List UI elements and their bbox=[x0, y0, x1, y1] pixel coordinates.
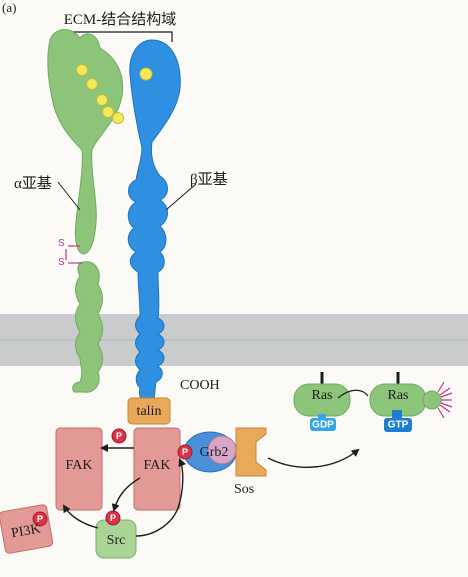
gdp-tag bbox=[310, 418, 336, 431]
arrow-src-to-fak-left bbox=[62, 504, 99, 529]
alpha-subunit-head bbox=[47, 29, 124, 255]
phosphate-label: P bbox=[115, 431, 123, 441]
beta-leader-line bbox=[165, 183, 197, 211]
phosphate-pi3k bbox=[32, 511, 48, 527]
phosphate-label: P bbox=[36, 514, 44, 524]
cooh-label: COOH bbox=[180, 378, 220, 393]
ligand-bead bbox=[86, 78, 98, 90]
ligand-bead bbox=[76, 64, 88, 76]
ligand-bead bbox=[96, 94, 108, 106]
gtp-stem bbox=[392, 410, 402, 420]
ligand-bead bbox=[102, 106, 114, 118]
ras-gdp-label: Ras bbox=[311, 388, 333, 403]
sos-shape bbox=[235, 427, 267, 477]
fak-left-box bbox=[55, 427, 103, 511]
sos-label: Sos bbox=[234, 482, 255, 497]
alpha-leader-line bbox=[57, 181, 81, 211]
beta-subunit bbox=[127, 39, 181, 405]
alpha-subunit-stalk bbox=[72, 261, 103, 393]
phosphate-label: P bbox=[181, 447, 189, 457]
beta-subunit-label: β亚基 bbox=[190, 172, 228, 188]
gtp-label: GTP bbox=[387, 419, 409, 431]
ras-active-lobe bbox=[422, 390, 442, 410]
phosphate-label: P bbox=[109, 513, 117, 523]
arrow-src-to-fak bbox=[135, 458, 186, 537]
ligand-bead bbox=[139, 67, 153, 81]
exchange-arc bbox=[337, 389, 369, 399]
arrow-sos-to-ras bbox=[267, 448, 360, 468]
disulfide-s-top: S bbox=[58, 238, 65, 249]
fak-left-label: FAK bbox=[65, 458, 93, 473]
alpha-subunit-label: α亚基 bbox=[14, 176, 52, 192]
ligand-bead bbox=[112, 112, 124, 124]
talin-label: talin bbox=[136, 404, 162, 419]
ecm-domain-label: ECM-结合结构域 bbox=[63, 12, 177, 28]
phosphate-fak-left bbox=[111, 428, 127, 444]
fak-right-box bbox=[133, 427, 181, 511]
gtp-tag bbox=[384, 418, 412, 432]
fak-right-label: FAK bbox=[143, 458, 171, 473]
talin-box bbox=[127, 397, 171, 425]
arrow-fak-to-src bbox=[111, 477, 141, 512]
disulfide-s-bottom: S bbox=[58, 257, 65, 268]
activation-starburst-icon bbox=[437, 381, 453, 419]
ras-gtp-label: Ras bbox=[387, 388, 409, 403]
panel-label: (a) bbox=[2, 0, 17, 15]
gdp-stem bbox=[318, 414, 326, 420]
src-label: Src bbox=[106, 533, 126, 548]
gdp-label: GDP bbox=[312, 419, 334, 431]
grb2-label: Grb2 bbox=[199, 445, 229, 460]
